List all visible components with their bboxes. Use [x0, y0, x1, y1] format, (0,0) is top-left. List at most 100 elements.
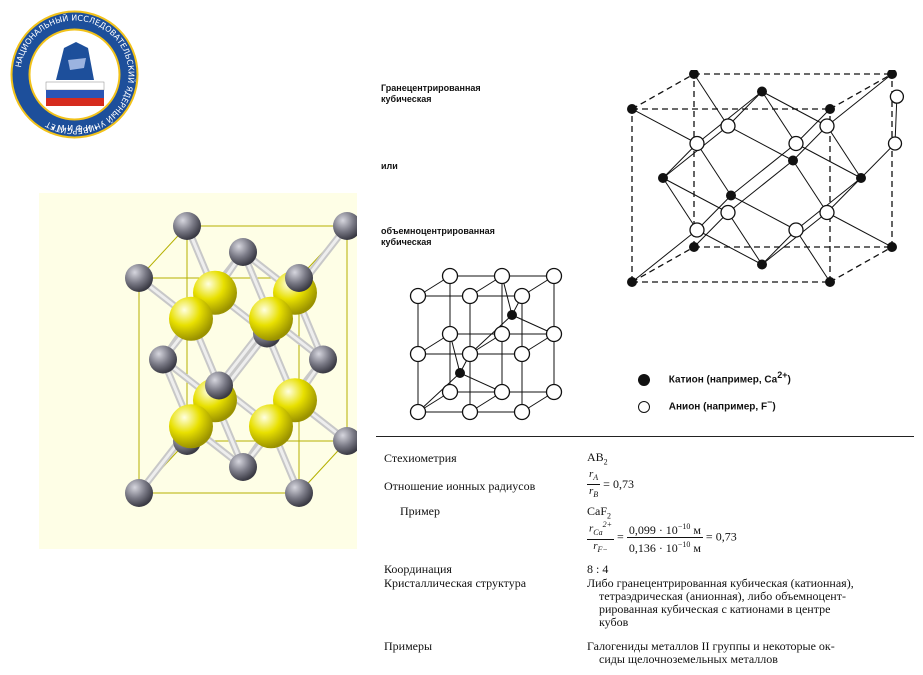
- bcc-anion-atom: [513, 345, 531, 363]
- legend-anion-text: Анион (например, F: [668, 401, 768, 413]
- bcc-anion-atom: [493, 383, 511, 401]
- anion-atom: [249, 296, 293, 341]
- bcc-anion-atom: [409, 345, 427, 363]
- struct-line-3: рированная кубическая с катионами в цент…: [599, 602, 831, 616]
- fcc-bond: [727, 212, 763, 265]
- bcc-anion-atom: [545, 325, 563, 343]
- bcc-anion-atom: [441, 267, 459, 285]
- fcc-cation-atom: [757, 259, 767, 270]
- ratio-value: rA rB = 0,73: [587, 468, 634, 501]
- fcc-cation-atom: [788, 155, 798, 166]
- struct-line-1: Либо гранецентрированная кубическая (кат…: [587, 576, 854, 590]
- fcc-anion-atom: [819, 118, 835, 134]
- fcc-bond: [730, 143, 797, 196]
- schematic-diagrams: [375, 69, 915, 430]
- calc-num-r: r: [589, 522, 594, 535]
- fcc-bond: [662, 177, 729, 213]
- calc-den-r: r: [593, 539, 598, 552]
- struct-line-2: тетраэдрическая (анионная), либо объемно…: [599, 589, 846, 603]
- fcc-cation-atom: [887, 242, 897, 252]
- calc-den: rF−: [587, 540, 614, 556]
- fcc-bond: [826, 125, 862, 179]
- cation-atom: [333, 212, 361, 240]
- ratio-den-r: r: [589, 485, 594, 498]
- example-label: Пример: [400, 504, 441, 518]
- fcc-bond: [761, 229, 797, 265]
- label-bcc-line1: объемноцентрированная: [381, 226, 495, 236]
- fcc-anion-atom: [788, 135, 804, 152]
- fcc-anion-atom: [689, 135, 705, 152]
- bcc-cation-atom: [455, 368, 465, 378]
- label-fcc-line1: Гранецентрированная: [381, 83, 481, 93]
- label-fcc-line2: кубическая: [381, 94, 432, 104]
- fcc-cation-atom: [887, 69, 897, 79]
- fcc-cell-edge: [631, 246, 695, 283]
- fcc-bond: [662, 177, 698, 231]
- fcc-bond: [795, 229, 831, 283]
- fcc-cation-atom: [757, 86, 767, 97]
- fcc-bond: [826, 177, 862, 213]
- fcc-bond: [727, 125, 794, 161]
- fcc-bond: [761, 91, 797, 144]
- calc-ion-fraction: rCa2+ rF−: [587, 518, 615, 556]
- legend-cation-close: ): [787, 374, 791, 386]
- cation-atom: [149, 345, 177, 374]
- calc-mid-num-unit: м: [690, 522, 701, 537]
- bcc-anion-atom: [409, 403, 427, 421]
- cation-atom: [229, 238, 257, 266]
- stoich-label: Стехиометрия: [384, 451, 457, 465]
- examples-line-1: Галогениды металлов II группы и некоторы…: [587, 639, 835, 653]
- cation-atom: [333, 427, 361, 455]
- fcc-anion-atom: [889, 89, 905, 104]
- bcc-bond: [417, 372, 461, 413]
- fcc-cation-atom: [689, 242, 699, 252]
- fcc-bond: [727, 91, 763, 127]
- mephi-logo: НАЦИОНАЛЬНЫЙ ИССЛЕДОВАТЕЛЬСКИЙ ЯДЕРНЫЙ У…: [8, 8, 141, 141]
- fcc-bond: [696, 91, 763, 144]
- fcc-cation-atom: [825, 277, 835, 287]
- fcc-bond: [792, 160, 828, 213]
- bcc-anion-atom: [545, 267, 563, 285]
- legend-cation-sup: 2+: [777, 370, 788, 380]
- fcc-bond: [795, 108, 831, 144]
- fcc-bond: [795, 177, 862, 231]
- fcc-cation-atom: [627, 104, 637, 114]
- calc-mid-den: 0,136 · 10−10 м: [627, 538, 703, 555]
- struct-label: Кристаллическая структура: [384, 576, 527, 590]
- anion-atom: [249, 404, 293, 449]
- fcc-anion-atom: [689, 222, 705, 238]
- ratio-den-sub: B: [593, 490, 599, 500]
- calc-mid-den-unit: м: [690, 540, 701, 555]
- bcc-anion-atom: [409, 287, 427, 305]
- fcc-cation-atom: [726, 190, 736, 201]
- example-value: CaF2: [587, 505, 611, 522]
- ratio-fraction: rA rB: [587, 468, 601, 501]
- bcc-anion-atom: [513, 403, 531, 421]
- fcc-bond: [696, 143, 732, 196]
- fcc-bond: [662, 125, 729, 179]
- bcc-anion-atom: [441, 325, 459, 343]
- fcc-cation-atom: [627, 277, 637, 287]
- ratio-result: = 0,73: [603, 477, 634, 492]
- fcc-bond: [826, 212, 893, 248]
- anion-marker-icon: [638, 400, 650, 413]
- bcc-bond: [469, 314, 513, 355]
- cation-atom: [125, 479, 153, 507]
- legend-anion: Анион (например, F−): [638, 397, 776, 413]
- ratio-num-r: r: [589, 468, 594, 480]
- fcc-anion-atom: [788, 222, 804, 238]
- bcc-anion-atom: [441, 383, 459, 401]
- fcc-anion-atom: [720, 204, 736, 221]
- fcc-bond: [761, 91, 828, 127]
- fcc-cation-atom: [856, 173, 866, 183]
- calc-result: = 0,73: [705, 529, 737, 544]
- examples-line-2: сиды щелочноземельных металлов: [599, 652, 778, 666]
- fcc-cation-atom: [825, 104, 835, 114]
- fcc-bond: [631, 229, 698, 283]
- ratio-calculation: rCa2+ rF− = 0,099 · 10−10 м 0,136 · 10−1…: [587, 518, 737, 556]
- cation-atom: [309, 345, 337, 374]
- calc-den-sub: F−: [597, 545, 608, 555]
- legend-anion-sup: −: [767, 397, 773, 407]
- fcc-anion-atom: [720, 118, 736, 134]
- fcc-bond: [727, 160, 794, 213]
